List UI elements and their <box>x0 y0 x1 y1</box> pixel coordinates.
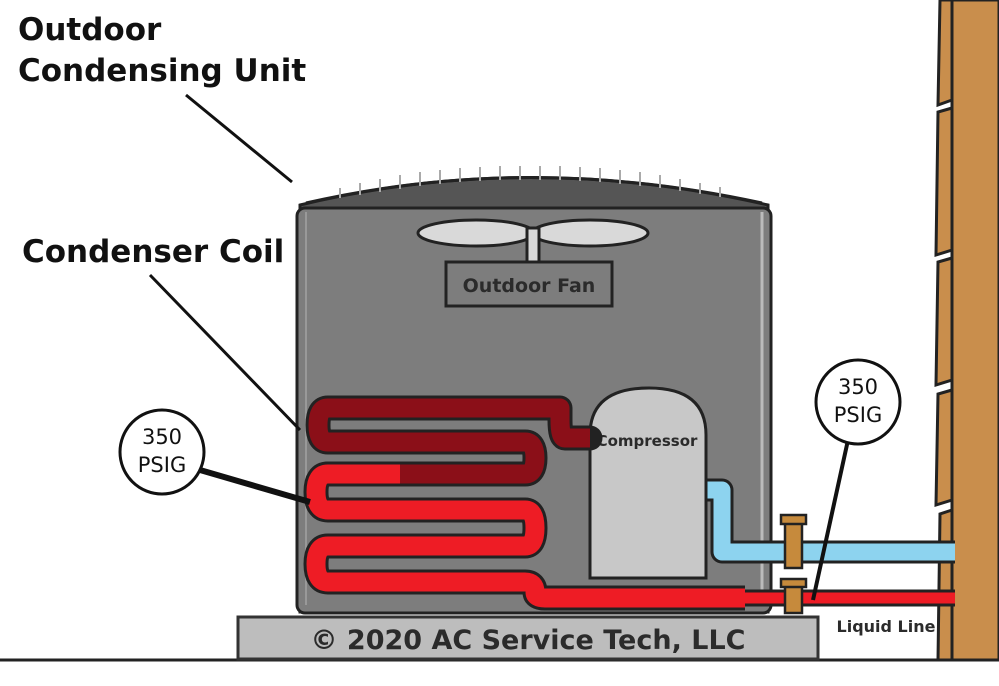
liquid-line-label: Liquid Line <box>837 617 936 636</box>
unit-title-line2: Condensing Unit <box>18 53 306 89</box>
compressor <box>588 386 708 580</box>
coil-title: Condenser Coil <box>22 234 284 270</box>
condenser-coil-liquid <box>303 461 745 611</box>
left-pressure-callout: 350 PSIG <box>118 408 206 496</box>
unit-leader-line <box>185 93 293 184</box>
house-wall <box>934 0 999 662</box>
suction-service-valve <box>779 513 808 570</box>
outdoor-fan-label: Outdoor Fan <box>463 275 596 297</box>
coil-leader-line <box>148 273 302 432</box>
condenser-coil-hot-gas <box>305 395 603 487</box>
right-pressure-callout: 350 PSIG <box>814 358 902 446</box>
left-pressure-unit: PSIG <box>138 453 186 477</box>
fan-blades <box>416 218 650 268</box>
left-pressure-value: 350 <box>142 425 182 449</box>
right-pressure-unit: PSIG <box>834 403 882 427</box>
compressor-label: Compressor <box>597 432 698 450</box>
concrete-pad <box>236 615 820 661</box>
liquid-service-valve <box>779 577 808 615</box>
left-gauge-leader-line <box>199 467 311 505</box>
unit-title-line1: Outdoor <box>18 12 162 48</box>
outdoor-fan-label-box <box>444 260 614 308</box>
right-gauge-leader-line <box>811 439 850 601</box>
suction-line <box>700 478 955 564</box>
right-pressure-value: 350 <box>838 375 878 399</box>
copyright-text: © 2020 AC Service Tech, LLC <box>311 625 746 656</box>
